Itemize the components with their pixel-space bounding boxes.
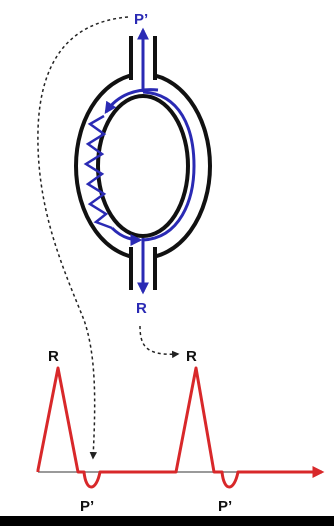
dashed-link-r: [140, 326, 178, 354]
ecg-p-prime-label-first: P’: [80, 498, 94, 515]
ecg-trace: [38, 368, 322, 487]
top-p-prime-label: P’: [134, 11, 148, 28]
circuit-r-label: R: [136, 300, 147, 317]
ecg-p-prime-label-second: P’: [218, 498, 232, 515]
inner-core: [98, 96, 188, 236]
reentry-circuit: [76, 30, 210, 292]
ecg-waveform: [38, 368, 322, 487]
bottom-bar: [0, 516, 334, 526]
ecg-r-label-first: R: [48, 348, 59, 365]
ecg-r-label-second: R: [186, 348, 197, 365]
